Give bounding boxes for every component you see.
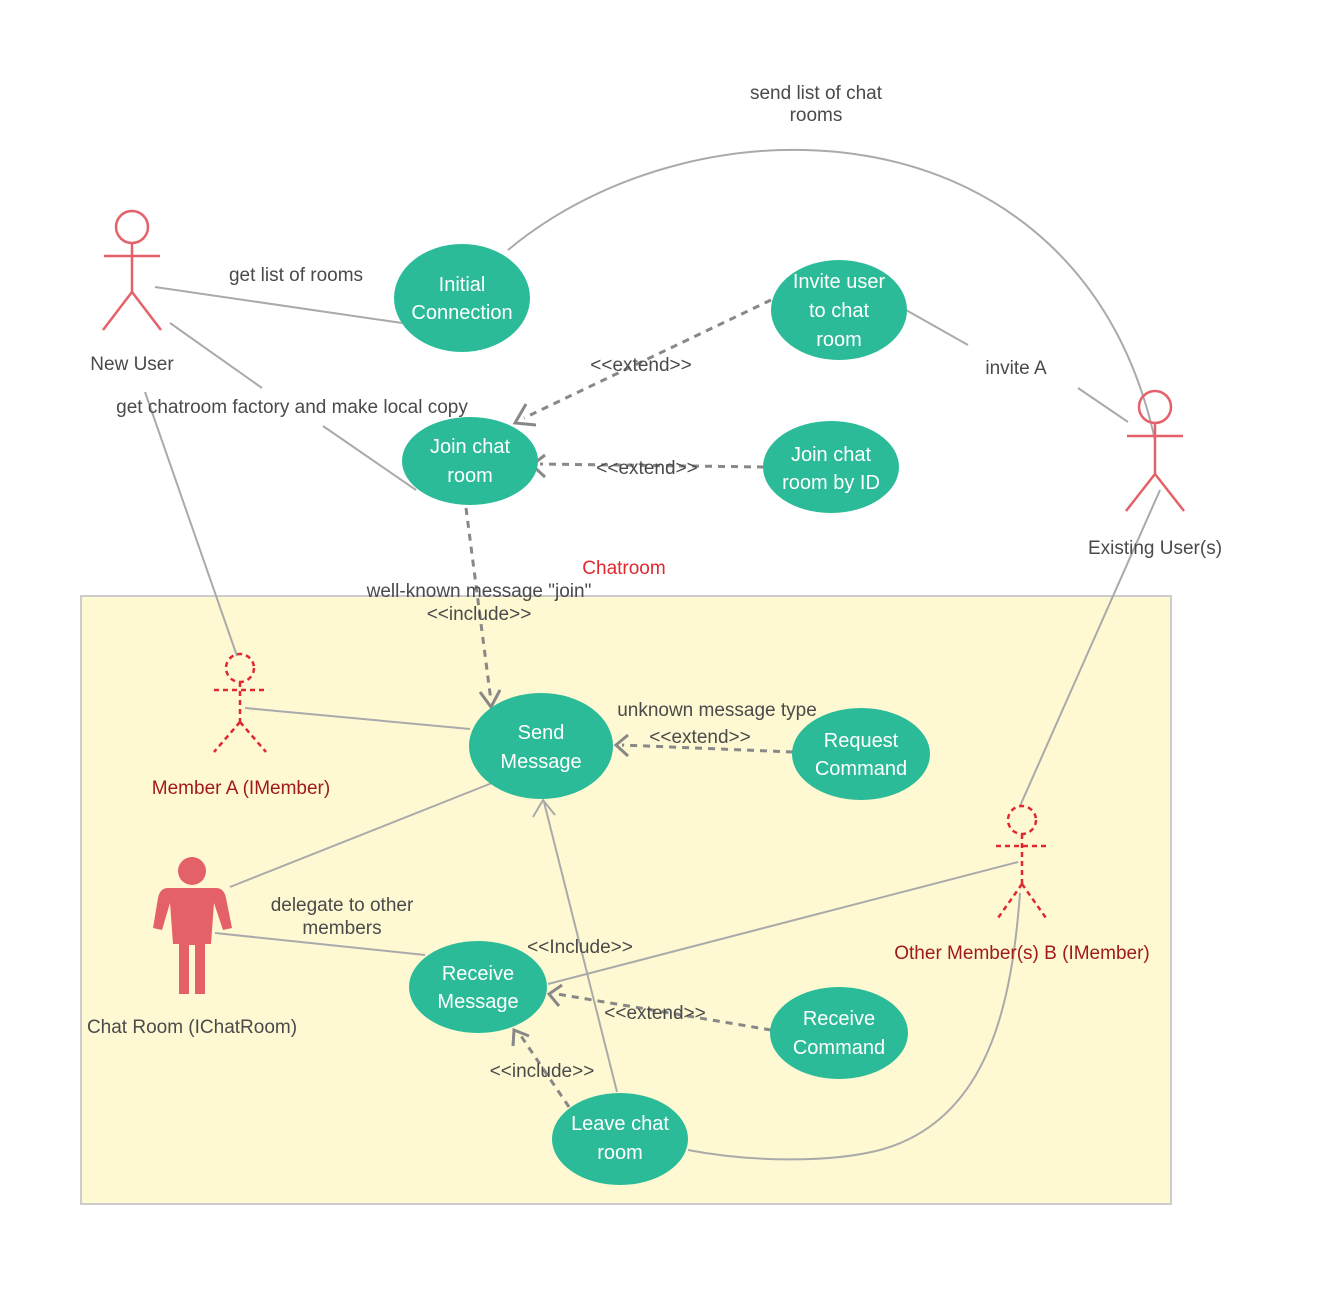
include-leave-label: <<Include>> bbox=[527, 937, 633, 958]
join-by-id-line1: Join chat bbox=[791, 444, 871, 466]
get-list-label: get list of rooms bbox=[229, 265, 363, 286]
other-members-label: Other Member(s) B (IMember) bbox=[894, 943, 1149, 964]
assoc-leave-send bbox=[543, 801, 618, 1093]
join-by-id-usecase[interactable] bbox=[763, 421, 899, 513]
dep-receivecmd-receive-arrow bbox=[546, 983, 563, 1007]
invite-user-line3: room bbox=[816, 329, 862, 351]
send-list-label-line1: send list of chat bbox=[750, 83, 883, 104]
dep-receivecmd-receive bbox=[556, 992, 772, 1032]
leave-chat-room-line2: room bbox=[597, 1142, 643, 1164]
assoc-initial-existing bbox=[507, 148, 1156, 441]
dep-request-send bbox=[621, 743, 794, 754]
leave-chat-room-usecase[interactable] bbox=[552, 1093, 688, 1185]
send-message-line1: Send bbox=[518, 722, 565, 744]
member-a-label: Member A (IMember) bbox=[152, 778, 330, 799]
assoc-otherb-receive bbox=[547, 861, 1019, 985]
existing-users-label: Existing User(s) bbox=[1088, 538, 1222, 559]
send-message-line2: Message bbox=[500, 751, 581, 773]
dep-invite-join bbox=[523, 298, 772, 420]
extend-join-id-label: <<extend>> bbox=[596, 458, 697, 479]
assoc-existing-otherb bbox=[1019, 489, 1161, 807]
initial-connection-line2: Connection bbox=[411, 302, 512, 324]
get-factory-label: get chatroom factory and make local copy bbox=[116, 397, 468, 418]
assoc-invite-existing bbox=[905, 309, 1129, 423]
invite-user-line1: Invite user bbox=[793, 271, 886, 293]
well-known-label: well-known message "join" bbox=[366, 581, 592, 602]
new-user-label: New User bbox=[90, 354, 174, 375]
delegate-label-line1: delegate to other bbox=[271, 895, 414, 916]
send-list-label-line2: rooms bbox=[790, 105, 843, 126]
receive-command-usecase[interactable] bbox=[770, 987, 908, 1079]
assoc-newuser-initial bbox=[154, 286, 403, 324]
extend-receive-label: <<extend>> bbox=[604, 1003, 705, 1024]
delegate-label-line2: members bbox=[302, 918, 381, 939]
receive-message-line2: Message bbox=[437, 991, 518, 1013]
initial-connection-line1: Initial bbox=[439, 274, 486, 296]
assoc-membera-send bbox=[244, 707, 471, 730]
assoc-newuser-membera bbox=[144, 391, 238, 657]
join-chat-room-line2: room bbox=[447, 465, 493, 487]
system-title: Chatroom bbox=[582, 558, 665, 579]
leave-send-arrowhead bbox=[532, 798, 556, 818]
dep-leave-receive-arrow bbox=[511, 1027, 530, 1047]
receive-message-line1: Receive bbox=[442, 963, 514, 985]
join-chat-room-line1: Join chat bbox=[430, 436, 510, 458]
unknown-type-label: unknown message type bbox=[617, 700, 817, 721]
request-command-usecase[interactable] bbox=[792, 708, 930, 800]
receive-command-line2: Command bbox=[793, 1037, 885, 1059]
extend-invite-label: <<extend>> bbox=[590, 355, 691, 376]
assoc-chatroom-receive bbox=[214, 932, 426, 956]
dep-invite-join-arrow bbox=[512, 403, 537, 427]
request-command-line2: Command bbox=[815, 758, 907, 780]
chat-room-label: Chat Room (IChatRoom) bbox=[87, 1017, 297, 1038]
join-by-id-line2: room by ID bbox=[782, 472, 880, 494]
dep-join-send-arrow bbox=[478, 689, 502, 710]
member-a-actor[interactable] bbox=[213, 652, 267, 753]
dep-join-send bbox=[464, 507, 493, 702]
receive-message-usecase[interactable] bbox=[409, 941, 547, 1033]
send-message-usecase[interactable] bbox=[469, 693, 613, 799]
leave-chat-room-line1: Leave chat bbox=[571, 1113, 669, 1135]
dep-request-send-arrow bbox=[613, 733, 630, 758]
initial-connection-usecase[interactable] bbox=[394, 244, 530, 352]
assoc-leave-otherb bbox=[687, 892, 1021, 1161]
other-members-actor[interactable] bbox=[996, 804, 1048, 919]
receive-command-line1: Receive bbox=[803, 1008, 875, 1030]
extend-request-label: <<extend>> bbox=[649, 727, 750, 748]
invite-user-line2: to chat bbox=[809, 300, 869, 322]
invite-user-usecase[interactable] bbox=[771, 260, 907, 360]
request-command-line1: Request bbox=[824, 730, 899, 752]
dep-joinid-join bbox=[539, 462, 765, 469]
invite-a-label: invite A bbox=[985, 358, 1047, 379]
include-join-label: <<include>> bbox=[427, 604, 532, 625]
include-receive-label: <<include>> bbox=[490, 1061, 595, 1082]
dep-leave-receive bbox=[519, 1035, 571, 1108]
existing-users-actor[interactable] bbox=[1125, 389, 1185, 512]
new-user-actor[interactable] bbox=[102, 209, 162, 331]
join-chat-room-usecase[interactable] bbox=[402, 417, 538, 505]
chat-room-actor[interactable] bbox=[153, 857, 232, 994]
assoc-newuser-join bbox=[169, 322, 417, 491]
assoc-chatroom-send bbox=[229, 782, 493, 888]
